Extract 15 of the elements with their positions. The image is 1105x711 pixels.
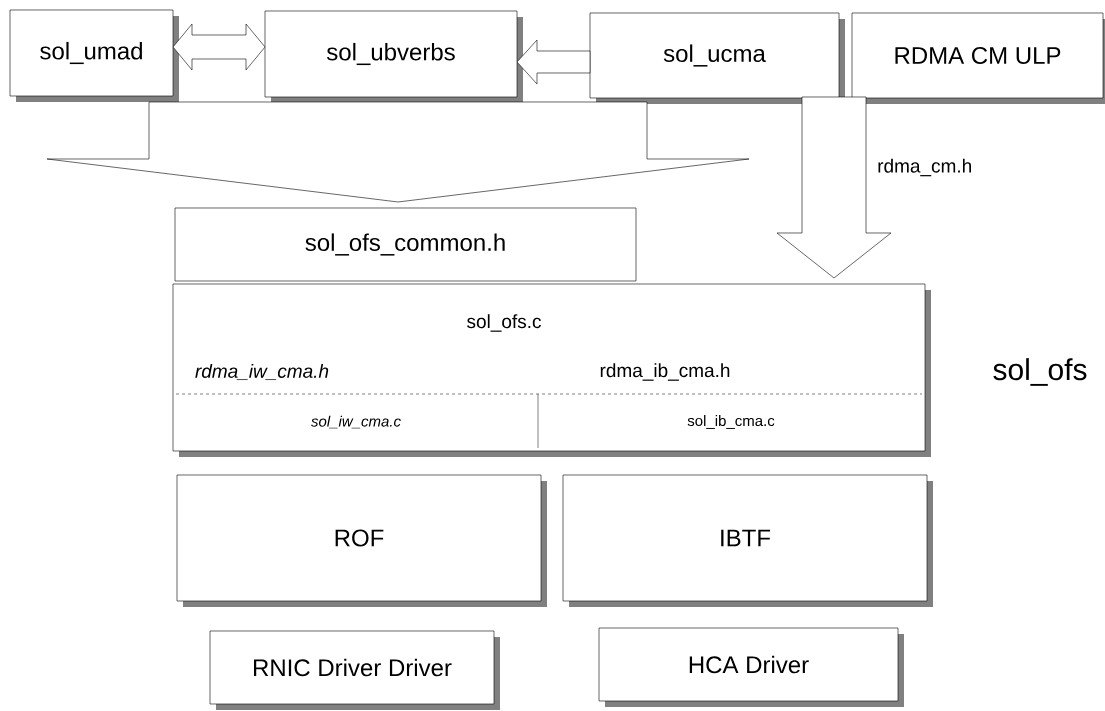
edge-label: rdma_cm.h (876, 157, 974, 178)
driver-box: HCA Driver (598, 627, 904, 707)
block-arrow (172, 23, 266, 71)
module-box: RDMA CM ULP (851, 12, 1105, 104)
block-arrow (516, 39, 591, 85)
block-arrow (46, 101, 750, 203)
driver-box: RNIC Driver Driver (209, 630, 500, 710)
block-arrow (776, 96, 892, 279)
layer-label: sol_ofs (993, 358, 1087, 386)
module-box: sol_ucma (589, 12, 845, 104)
module-box: sol_ubverbs (264, 10, 523, 103)
header-box: sol_ofs_common.h (174, 207, 637, 282)
module-box: sol_umad (9, 9, 179, 102)
layer-box: IBTF (562, 474, 933, 607)
layer-box: ROF (176, 474, 547, 607)
